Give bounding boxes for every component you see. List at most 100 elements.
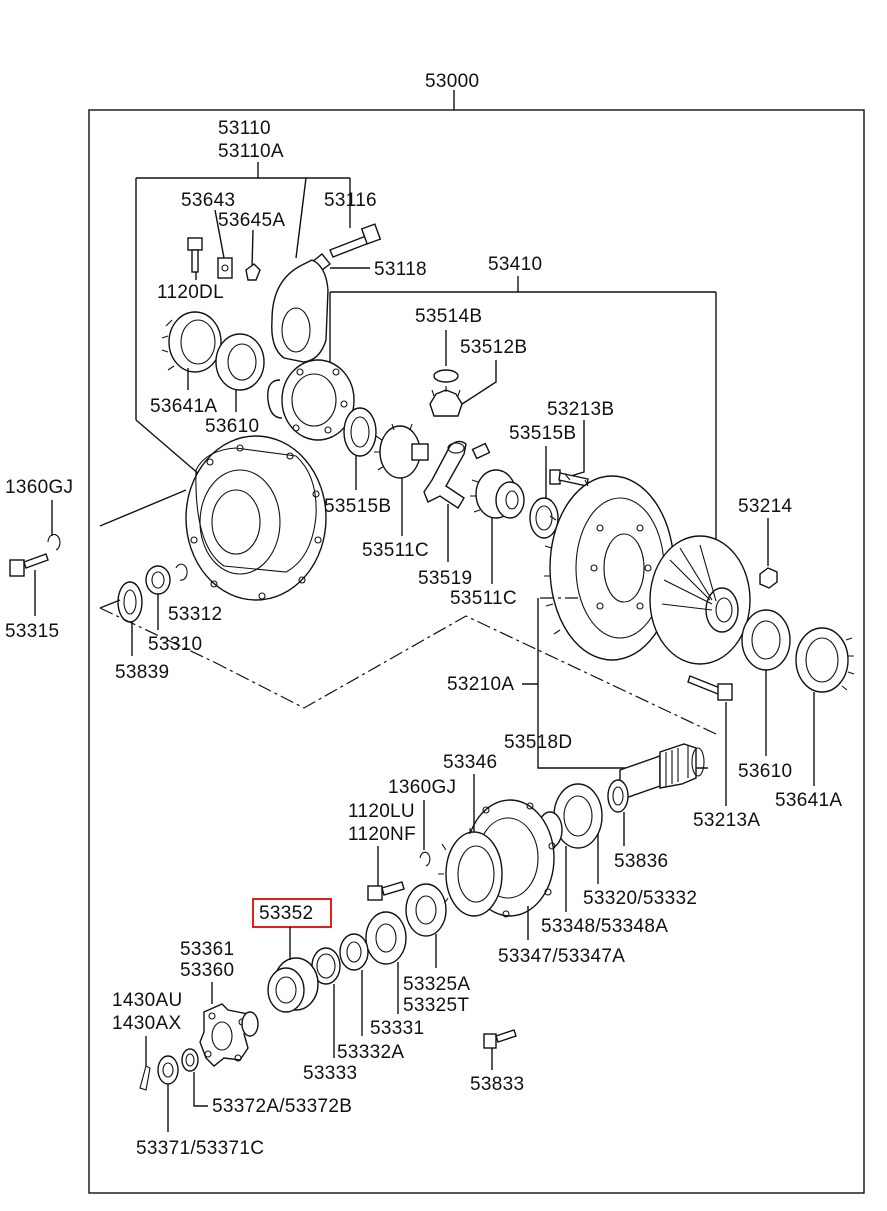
label-adjuster-right[interactable]: 53641A <box>775 790 842 811</box>
label-bolt-1120nf[interactable]: 1120NF <box>348 824 416 845</box>
label-plug-53312[interactable]: 53312 <box>168 604 222 625</box>
label-bolt-53315[interactable]: 53315 <box>5 621 59 642</box>
washer-53372-icon[interactable] <box>181 1048 199 1072</box>
label-shim-53836[interactable]: 53836 <box>614 851 668 872</box>
washer-53514b-icon[interactable] <box>433 369 459 383</box>
bearing-53325-icon[interactable] <box>405 883 447 937</box>
label-washer-53331[interactable]: 53331 <box>370 1018 424 1039</box>
companion-flange-icon[interactable] <box>199 1003 259 1067</box>
label-nut-53214[interactable]: 53214 <box>738 496 792 517</box>
label-bolt-53213a[interactable]: 53213A <box>693 810 760 831</box>
label-bearing-53325[interactable]: 53325A <box>403 974 470 995</box>
bearing-left-icon[interactable] <box>215 333 265 391</box>
bolt-1120lu-icon[interactable] <box>367 881 405 901</box>
label-flange-53361[interactable]: 53361 <box>180 939 234 960</box>
label-gear-53511c-right[interactable]: 53511C <box>450 588 517 609</box>
label-slinger-53333[interactable]: 53333 <box>303 1063 357 1084</box>
label-washer-53515b-right[interactable]: 53515B <box>509 423 576 444</box>
ring-gear-icon[interactable] <box>544 473 675 661</box>
washer-1360gj-top-icon[interactable] <box>47 533 61 551</box>
label-pin-53118[interactable]: 53118 <box>374 259 427 280</box>
label-bearing-right[interactable]: 53610 <box>738 761 792 782</box>
label-bearing-53320[interactable]: 53320/53332 <box>583 888 697 909</box>
label-washer-53515b-left[interactable]: 53515B <box>324 496 391 517</box>
gasket-53839-icon[interactable] <box>117 581 143 623</box>
assembly-frame <box>88 109 865 1194</box>
lock-plate-icon[interactable] <box>217 257 261 281</box>
washer-53515b-right-icon[interactable] <box>529 497 559 539</box>
gasket-leader-left <box>99 599 121 609</box>
label-bolt-1120dl[interactable]: 1120DL <box>157 282 224 303</box>
side-gear-right-icon[interactable] <box>470 469 525 519</box>
plug-53312-icon[interactable] <box>175 563 188 581</box>
cotter-pin-icon[interactable] <box>139 1065 151 1091</box>
label-bolt-1120lu[interactable]: 1120LU <box>348 801 415 822</box>
oil-seal-53352-icon[interactable] <box>267 957 319 1013</box>
label-assy[interactable]: 53000 <box>425 71 479 92</box>
label-bearing-left[interactable]: 53610 <box>205 416 259 437</box>
diff-case-leaders <box>329 276 717 540</box>
cross-shaft-53519-icon[interactable] <box>423 440 491 509</box>
washer-53331-icon[interactable] <box>365 911 407 965</box>
label-bolt-53116[interactable]: 53116 <box>324 190 377 211</box>
carrier-leaders <box>135 162 351 476</box>
washer-53332a-icon[interactable] <box>339 933 369 971</box>
label-pin-1430ax[interactable]: 1430AX <box>112 1013 181 1034</box>
bearing-cap-icon[interactable] <box>271 259 329 363</box>
shim-53836-icon[interactable] <box>607 779 629 813</box>
label-carrier[interactable]: 53110 <box>218 118 271 139</box>
nut-53214-icon[interactable] <box>759 567 778 589</box>
adjuster-right-icon[interactable] <box>795 627 855 693</box>
label-pin-1430au[interactable]: 1430AU <box>112 990 182 1011</box>
label-bolt-53213b[interactable]: 53213B <box>547 399 614 420</box>
bolt-53116-icon[interactable] <box>329 223 382 258</box>
label-pinion-53512b[interactable]: 53512B <box>460 337 527 358</box>
adjuster-left-icon[interactable] <box>161 311 222 373</box>
nut-53371-icon[interactable] <box>157 1055 179 1085</box>
bearing-right-icon[interactable] <box>741 609 791 671</box>
leader-53512b <box>455 360 497 409</box>
label-seal-53352[interactable]: 53352 <box>259 903 313 924</box>
side-gear-left-icon[interactable] <box>374 423 429 479</box>
label-lock-53643[interactable]: 53643 <box>181 190 235 211</box>
bolt-53833-icon[interactable] <box>483 1029 517 1049</box>
label-bolt-53833[interactable]: 53833 <box>470 1074 524 1095</box>
washer-1360gj-mid-icon[interactable] <box>419 851 431 867</box>
diff-case-right-icon[interactable] <box>649 535 751 665</box>
seal-53310-icon[interactable] <box>145 565 171 595</box>
label-carrier-a[interactable]: 53110A <box>218 141 284 162</box>
label-gasket-53839[interactable]: 53839 <box>115 662 169 683</box>
label-retainer-53346[interactable]: 53346 <box>443 752 497 773</box>
carrier-housing-icon[interactable] <box>185 435 327 601</box>
label-lock-53645a[interactable]: 53645A <box>218 210 285 231</box>
label-washer-53332a[interactable]: 53332A <box>337 1042 404 1063</box>
label-bearing-53325t[interactable]: 53325T <box>403 995 469 1016</box>
diff-case-left-icon[interactable] <box>267 359 355 441</box>
slinger-53333-icon[interactable] <box>311 947 341 985</box>
label-spacer-53518d[interactable]: 53518D <box>504 732 572 753</box>
label-diff-case-assy[interactable]: 53410 <box>488 254 542 275</box>
bolt-53213a-icon[interactable] <box>687 675 733 701</box>
label-spacer-53348[interactable]: 53348/53348A <box>541 916 668 937</box>
label-seal-53310[interactable]: 53310 <box>148 634 202 655</box>
bolt-1120dl-icon[interactable] <box>187 237 203 273</box>
label-gear-set[interactable]: 53210A <box>447 674 514 695</box>
label-gear-53511c-left[interactable]: 53511C <box>362 540 429 561</box>
label-cage-53347[interactable]: 53347/53347A <box>498 946 625 967</box>
drive-pinion-icon[interactable] <box>619 743 705 801</box>
label-washer-53372[interactable]: 53372A/53372B <box>212 1096 352 1117</box>
washer-53515b-left-icon[interactable] <box>343 407 377 457</box>
label-adjuster-left[interactable]: 53641A <box>150 396 217 417</box>
leader-53643 <box>214 209 225 259</box>
label-nut-53371[interactable]: 53371/53371C <box>136 1138 264 1159</box>
leader-53645a <box>251 229 254 269</box>
label-bolt-1360gj-top[interactable]: 1360GJ <box>5 477 73 498</box>
bolt-53315-icon[interactable] <box>9 553 49 577</box>
label-flange-53360[interactable]: 53360 <box>180 960 234 981</box>
label-shaft-53519[interactable]: 53519 <box>418 568 472 589</box>
label-washer-53514b[interactable]: 53514B <box>415 306 482 327</box>
retainer-53346-icon[interactable] <box>438 828 503 917</box>
label-bolt-1360gj-mid[interactable]: 1360GJ <box>388 777 456 798</box>
pinion-53512b-icon[interactable] <box>429 386 463 417</box>
